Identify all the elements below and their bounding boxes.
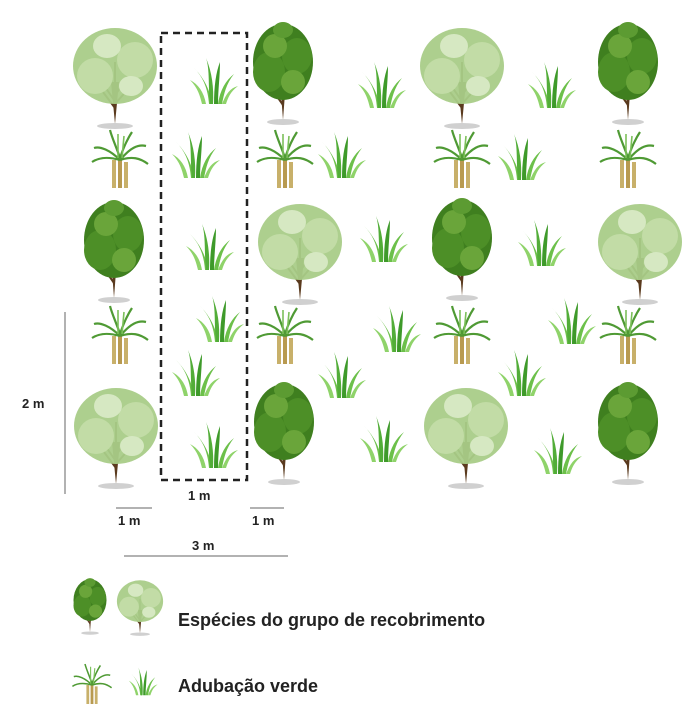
cover-tree-light <box>423 387 509 490</box>
cover-tree-dark <box>252 21 314 126</box>
grass-clump <box>498 350 546 396</box>
grass-clump <box>190 58 238 104</box>
legend-sugarcane-icon <box>71 663 113 704</box>
grass-clump <box>318 132 366 178</box>
grass-clump <box>318 352 366 398</box>
sugarcane-clump <box>90 304 150 366</box>
grass-clump <box>498 134 546 180</box>
box-width-label: 1 m <box>188 488 211 503</box>
sugarcane-clump <box>432 304 492 366</box>
cover-tree-light <box>73 387 159 490</box>
left-width-label: 1 m <box>118 513 141 528</box>
sugarcane-clump <box>255 128 315 190</box>
grass-clump <box>172 350 220 396</box>
sugarcane-clump <box>598 128 658 190</box>
grass-clump <box>186 224 234 270</box>
legend-light-tree-icon <box>116 579 164 637</box>
grass-clump <box>360 216 408 262</box>
grass-clump <box>358 62 406 108</box>
legend-green-manure-label: Adubação verde <box>178 676 319 696</box>
grass-clump <box>518 220 566 266</box>
cover-tree-dark <box>597 381 659 486</box>
legend-dark-tree-icon <box>72 577 108 636</box>
legend-grass-icon <box>128 667 158 696</box>
cover-tree-dark <box>83 199 145 304</box>
cover-tree-light <box>257 203 343 306</box>
sugarcane-clump <box>90 128 150 190</box>
cover-tree-light <box>419 27 505 130</box>
grass-clump <box>373 306 421 352</box>
sugarcane-clump <box>432 128 492 190</box>
sugarcane-clump <box>598 304 658 366</box>
grass-clump <box>172 132 220 178</box>
cover-tree-light <box>597 203 683 306</box>
sugarcane-clump <box>255 304 315 366</box>
height-label: 2 m <box>22 396 45 411</box>
grass-clump <box>190 422 238 468</box>
grass-clump <box>360 416 408 462</box>
grass-clump <box>196 296 244 342</box>
cover-tree-light <box>72 27 158 130</box>
dashed-planting-row-box <box>159 31 249 482</box>
right-width-label: 1 m <box>252 513 275 528</box>
grass-clump <box>548 298 596 344</box>
cover-tree-dark <box>431 197 493 302</box>
legend-trees-label: Espécies do grupo de recobrimento <box>178 610 486 630</box>
cover-tree-dark <box>253 381 315 486</box>
spacing-label: 3 m <box>192 538 215 553</box>
grass-clump <box>528 62 576 108</box>
grass-clump <box>534 428 582 474</box>
cover-tree-dark <box>597 21 659 126</box>
